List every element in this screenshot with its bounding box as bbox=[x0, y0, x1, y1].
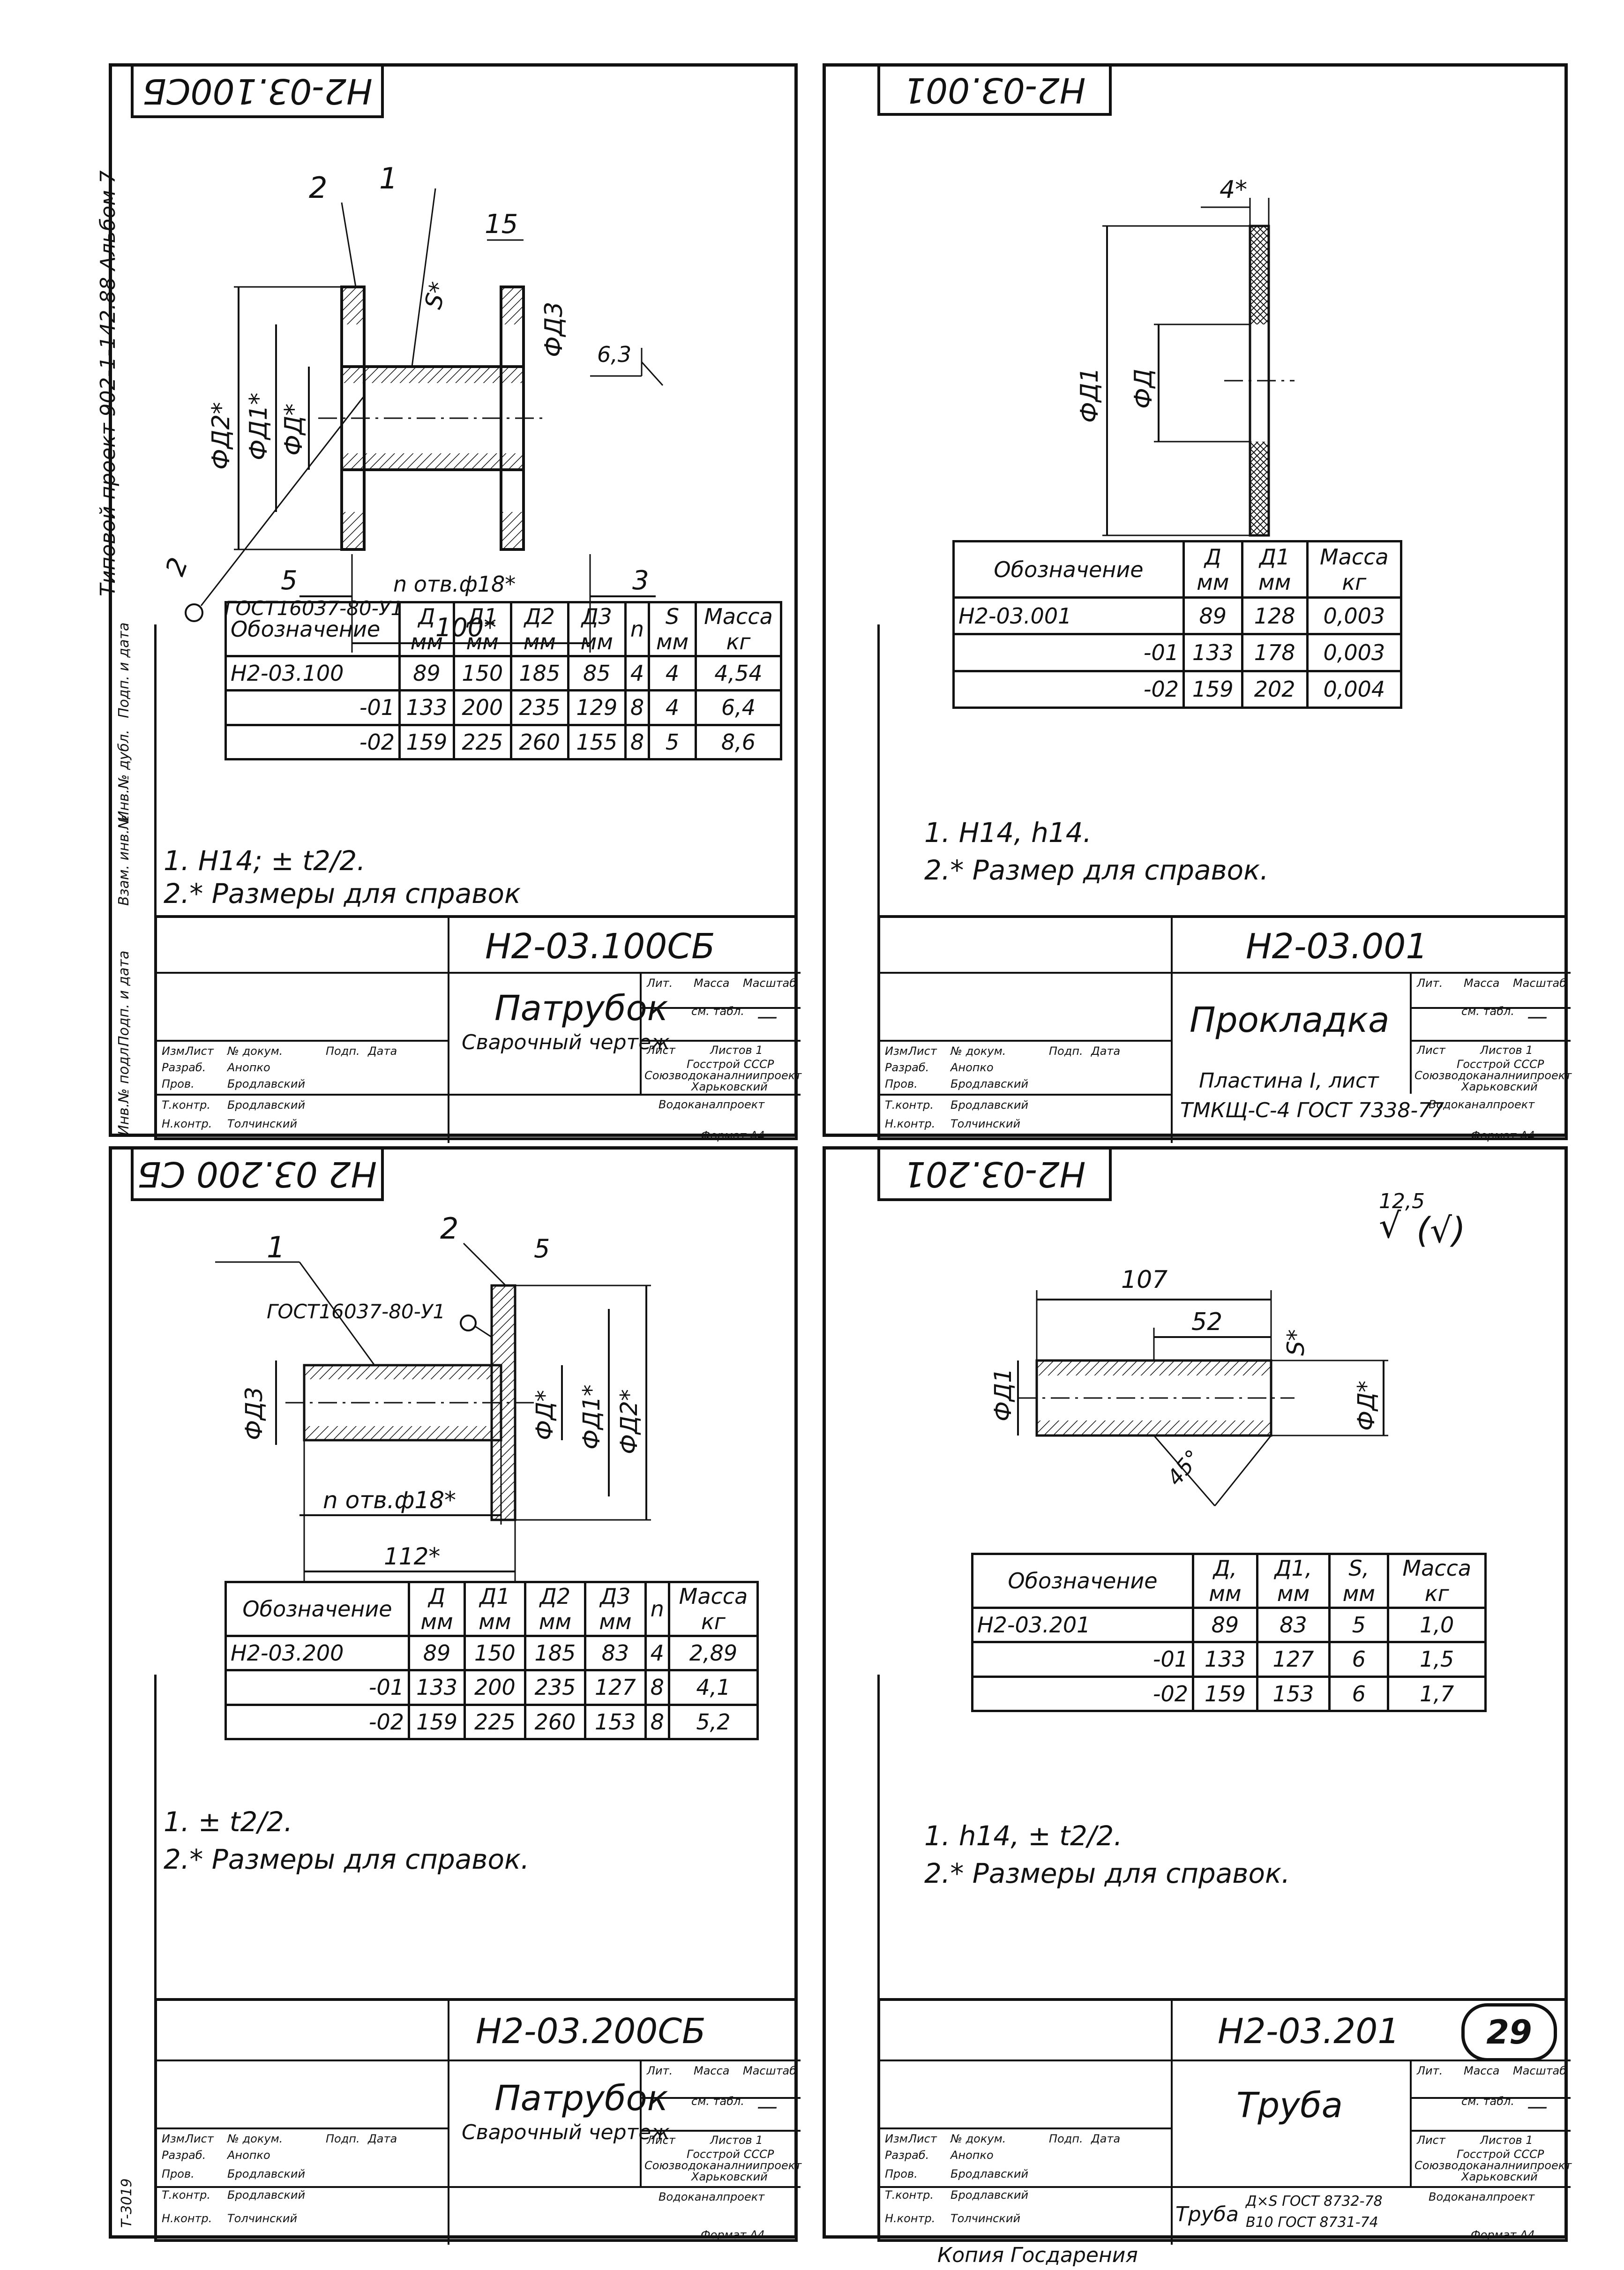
note-1: 1. Н14; ± t2/2. bbox=[164, 845, 366, 877]
left-strip bbox=[826, 624, 880, 1140]
svg-text:ФД1*: ФД1* bbox=[245, 393, 273, 460]
callout-15: 15 bbox=[485, 209, 518, 240]
svg-text:ФД2*: ФД2* bbox=[615, 1389, 643, 1454]
top-designation: Н2-03.001 bbox=[877, 67, 1112, 116]
svg-text:S*: S* bbox=[1282, 1329, 1310, 1356]
drawing-patrubok-200: 1 2 5 ГОСТ16037-80-У1 ФД3 ФД* ФД1* ФД2* … bbox=[215, 1211, 651, 1581]
note-2: 2.* Размеры для справок bbox=[164, 878, 521, 910]
spec-table: Обозначение Д мм Д1 мм Масса кг Н2-03.00… bbox=[952, 540, 1403, 709]
svg-text:4*: 4* bbox=[1220, 176, 1247, 204]
left-strip: Т-3019 bbox=[112, 1675, 157, 2242]
note-1: 1. Н14, h14. bbox=[924, 817, 1092, 849]
note-1: 1. h14, ± t2/2. bbox=[924, 1820, 1123, 1852]
svg-text:3: 3 bbox=[632, 565, 649, 596]
title-block: Н2-03.201 29 Труба Труба Д×S ГОСТ 8732-7… bbox=[877, 1998, 1572, 2245]
svg-text:107: 107 bbox=[1121, 1266, 1167, 1294]
svg-text:n отв.ф18*: n отв.ф18* bbox=[393, 571, 516, 597]
note-2: 2.* Размеры для справок. bbox=[164, 1843, 530, 1875]
spec-table: Обозначение Д, мм Д1, мм S, мм Масса кг … bbox=[971, 1553, 1487, 1713]
top-designation: Н2 03.200 СБ bbox=[131, 1150, 384, 1201]
spec-table: Обозначение Д мм Д1 мм Д2 мм Д3 мм n S м… bbox=[225, 601, 783, 761]
left-strip bbox=[826, 1675, 880, 2242]
svg-text:ФД3: ФД3 bbox=[240, 1387, 268, 1440]
title-block: Н2-03.200СБ Патрубок Сварочный чертеж Ли… bbox=[154, 1998, 801, 2245]
svg-text:ФД: ФД bbox=[1130, 369, 1158, 409]
roughness-suffix: (√) bbox=[1416, 1210, 1466, 1251]
page-stamp: 29 bbox=[1461, 2003, 1557, 2061]
top-designation: Н2-03.201 bbox=[877, 1150, 1112, 1201]
svg-text:n отв.ф18*: n отв.ф18* bbox=[323, 1487, 456, 1514]
svg-text:ФД1: ФД1 bbox=[1076, 368, 1104, 423]
svg-text:S*: S* bbox=[419, 279, 453, 312]
left-strip: Инв.№ подл. Подп. и дата Взам. инв.№ Инв… bbox=[112, 623, 157, 1140]
sheet-1: Н2-03.100СБ Типовой проект 902-1-142.88 … bbox=[96, 63, 801, 1143]
callout-1: 1 bbox=[379, 161, 397, 195]
copy-label: Копия Госдарения bbox=[937, 2243, 1138, 2267]
svg-text:52: 52 bbox=[1191, 1308, 1222, 1336]
svg-text:5: 5 bbox=[534, 1234, 550, 1263]
spec-table: Обозначение Д мм Д1 мм Д2 мм Д3 мм n Мас… bbox=[225, 1581, 759, 1741]
callout-2: 2 bbox=[309, 171, 327, 205]
roughness-icon: √ bbox=[1379, 1206, 1401, 1246]
title-block: Н2-03.001 Прокладка Пластина I, лист ТМК… bbox=[877, 915, 1572, 1143]
svg-text:ГОСТ16037-80-У1: ГОСТ16037-80-У1 bbox=[267, 1300, 445, 1323]
drawing-truba: 107 52 S* ФД1 ФД* 45° bbox=[989, 1266, 1388, 1506]
svg-text:6,3: 6,3 bbox=[597, 342, 631, 367]
note-2: 2.* Размеры для справок. bbox=[924, 1857, 1290, 1889]
svg-text:ФД2*: ФД2* bbox=[207, 402, 235, 470]
svg-text:ФД3: ФД3 bbox=[540, 302, 568, 357]
svg-text:ФД*: ФД* bbox=[280, 404, 308, 456]
svg-text:1: 1 bbox=[267, 1230, 285, 1264]
svg-text:ФД*: ФД* bbox=[531, 1390, 558, 1440]
svg-text:ФД*: ФД* bbox=[1353, 1381, 1380, 1431]
sheet-4: Н2-03.201 12,5 √ (√) 107 52 S* ФД1 ФД* 4… bbox=[823, 1146, 1572, 2245]
top-designation: Н2-03.100СБ bbox=[131, 67, 384, 118]
drawing-prokladka: 4* ФД1 ФД bbox=[1076, 176, 1295, 537]
svg-text:2: 2 bbox=[160, 554, 194, 580]
sheet-2: Н2-03.001 4* ФД1 ФД Обозначение Д мм Д1 … bbox=[823, 63, 1572, 1143]
roughness-value: 12,5 bbox=[1379, 1189, 1425, 1213]
title-block: Н2-03.100СБ Патрубок Сварочный чертеж Ли… bbox=[154, 915, 801, 1143]
svg-text:5: 5 bbox=[281, 565, 298, 596]
svg-text:ФД1*: ФД1* bbox=[578, 1384, 605, 1450]
svg-text:112*: 112* bbox=[384, 1543, 440, 1570]
svg-text:ФД1: ФД1 bbox=[989, 1368, 1017, 1421]
note-1: 1. ± t2/2. bbox=[164, 1806, 293, 1838]
note-2: 2.* Размер для справок. bbox=[924, 854, 1269, 886]
sheet-3: Н2 03.200 СБ 1 2 5 ГОСТ16037-80-У1 bbox=[109, 1146, 801, 2245]
svg-text:2: 2 bbox=[440, 1211, 458, 1246]
